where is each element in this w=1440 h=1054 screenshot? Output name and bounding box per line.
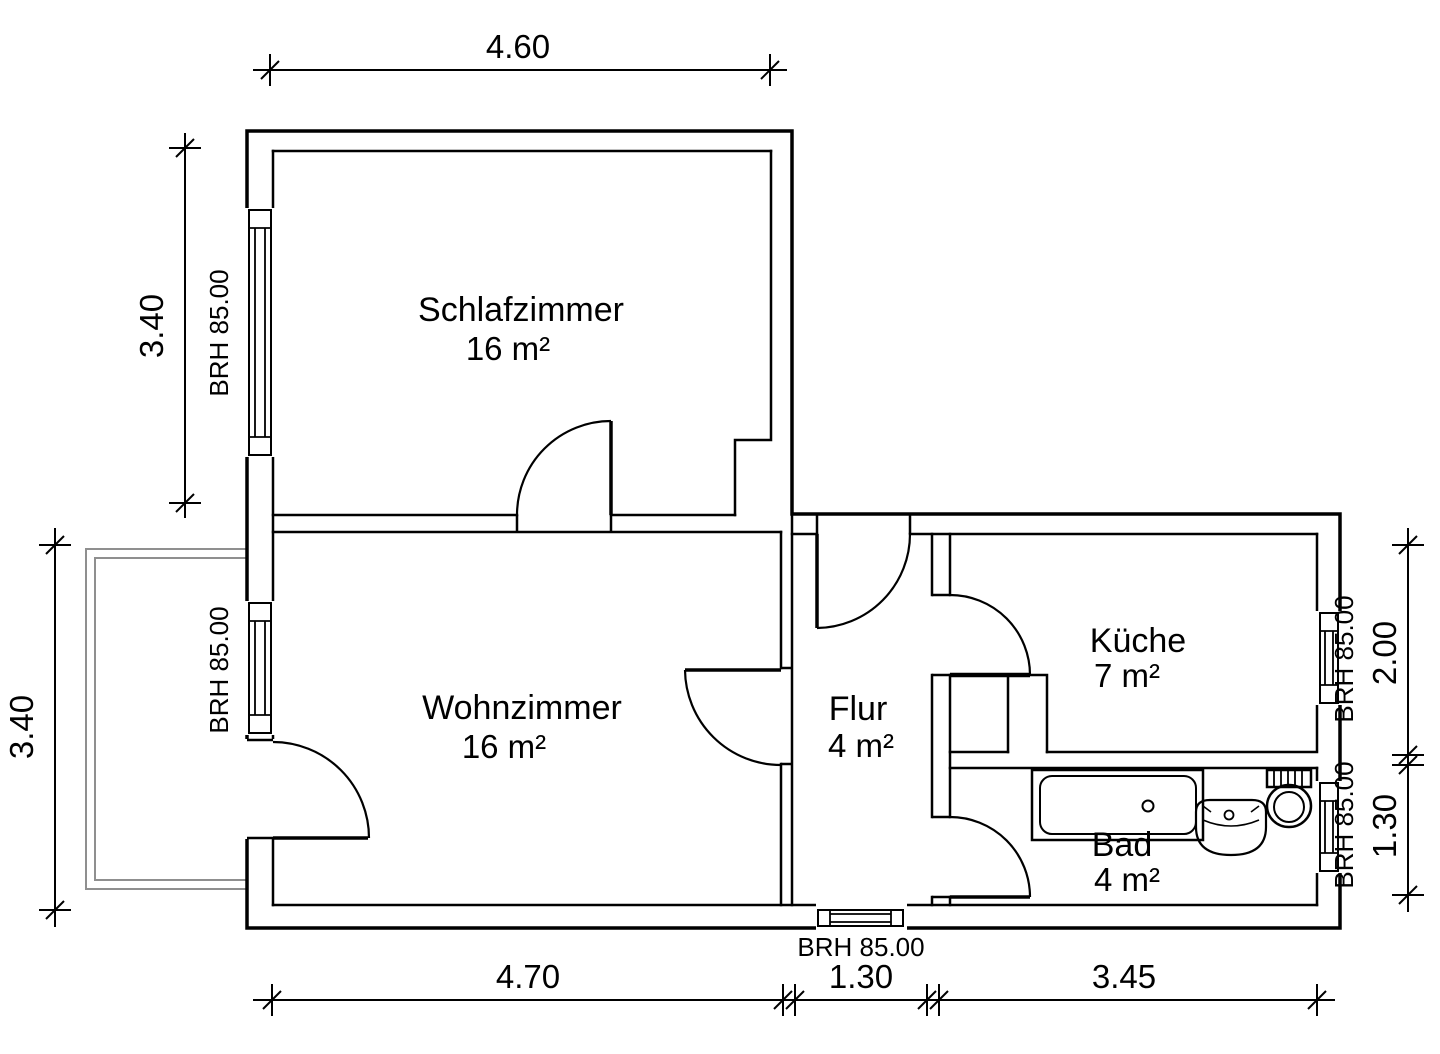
room-area-flur: 4 m² (828, 727, 894, 764)
entrance-door (815, 514, 912, 630)
openings (244, 208, 1344, 931)
bathtub-drain (1141, 799, 1155, 813)
dim-left-lower (39, 528, 71, 927)
outer-wall-boundary (245, 129, 1342, 930)
dim-left-upper (169, 133, 201, 518)
sill-label-flur: BRH 85.00 (797, 932, 924, 962)
schlafzimmer-door (515, 419, 613, 532)
dim-label-bottom-right: 3.45 (1092, 958, 1156, 995)
wohnzimmer-door-swing (683, 669, 782, 767)
dim-label-right-lower: 1.30 (1366, 794, 1403, 858)
labels: Schlafzimmer 16 m² Wohnzimmer 16 m² Flur… (3, 28, 1403, 995)
bathtub (1030, 768, 1205, 842)
flur-window (816, 903, 907, 931)
dim-label-bottom-left: 4.70 (496, 958, 560, 995)
wall-schlafzimmer-right-inner-notch (733, 149, 773, 517)
kueche-door-swing (949, 593, 1032, 676)
toilet-tank (1265, 768, 1313, 789)
dim-right (1392, 528, 1424, 912)
balcony-door-opening (244, 738, 276, 840)
installation-shaft (1006, 673, 1049, 754)
washbasin-drain (1223, 809, 1235, 821)
dim-label-left-lower: 3.40 (3, 695, 40, 759)
sill-label-schlafzimmer: BRH 85.00 (204, 269, 234, 396)
room-label-wohnzimmer: Wohnzimmer (422, 689, 622, 727)
fixtures (1030, 768, 1313, 857)
sill-label-wohnzimmer: BRH 85.00 (204, 606, 234, 733)
dimension-lines (39, 54, 1424, 1016)
dim-top (253, 54, 787, 86)
dim-label-bottom-middle: 1.30 (829, 958, 893, 995)
bad-window (1314, 781, 1344, 873)
room-area-kueche: 7 m² (1094, 657, 1160, 694)
washbasin (1194, 798, 1268, 857)
doors (272, 419, 1032, 899)
schlafzimmer-door-swing (515, 419, 612, 516)
sill-label-bad: BRH 85.00 (1329, 761, 1359, 888)
toilet (1265, 768, 1313, 829)
bad-door (932, 815, 1032, 899)
room-label-kueche: Küche (1090, 622, 1186, 660)
toilet-bowl-outer (1265, 783, 1313, 829)
washbasin-taps (1202, 805, 1260, 813)
room-area-schlafzimmer: 16 m² (466, 330, 550, 367)
toilet-bowl-inner (1273, 791, 1305, 823)
balcony-door (272, 740, 371, 840)
entrance-door-swing (816, 533, 912, 630)
sill-label-kueche: BRH 85.00 (1329, 595, 1359, 722)
kueche-door (932, 593, 1032, 678)
dim-label-left-upper: 3.40 (133, 294, 170, 358)
room-area-bad: 4 m² (1094, 861, 1160, 898)
walls (245, 129, 1342, 930)
room-label-flur: Flur (829, 690, 888, 728)
bad-door-swing (949, 815, 1032, 898)
wohnzimmer-door (683, 666, 792, 767)
room-label-bad: Bad (1092, 826, 1153, 864)
dim-bottom (253, 984, 1335, 1016)
room-area-wohnzimmer: 16 m² (462, 728, 546, 765)
balcony-door-swing (272, 740, 371, 839)
room-label-schlafzimmer: Schlafzimmer (418, 291, 624, 329)
schlafzimmer-window (244, 208, 276, 457)
kueche-window (1314, 611, 1344, 705)
wohnzimmer-window (244, 601, 276, 735)
dim-label-right-upper: 2.00 (1366, 621, 1403, 685)
dim-label-top: 4.60 (486, 28, 550, 65)
